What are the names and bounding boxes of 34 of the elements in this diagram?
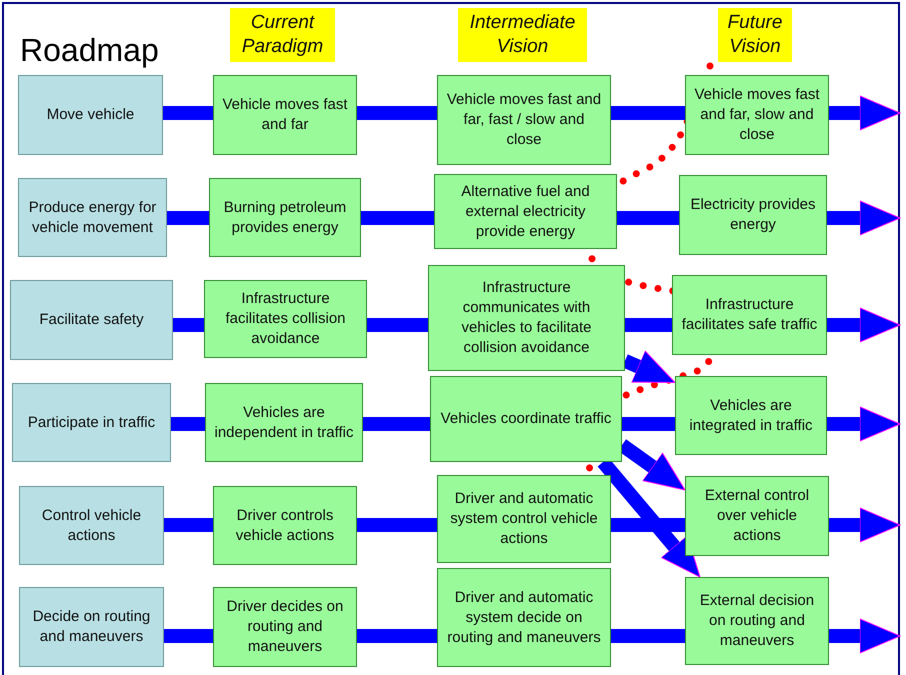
- stage-box: Vehicle moves fast and far: [213, 75, 357, 155]
- column-header: Future Vision: [718, 8, 792, 62]
- stage-box: Alternative fuel and external electricity provide energy: [434, 174, 617, 249]
- stage-box: Burning petroleum provides energy: [209, 178, 361, 257]
- stage-box: External decision on routing and maneuvers: [685, 577, 829, 665]
- function-box: Facilitate safety: [10, 280, 173, 360]
- stage-box: Infrastructure communicates with vehicles to facilitate collision avoidance: [428, 265, 625, 371]
- stage-box: Driver and automatic system decide on routing and maneuvers: [437, 568, 611, 667]
- arrow: [829, 508, 900, 542]
- stage-box: Vehicles are independent in traffic: [205, 383, 363, 462]
- column-header: Current Paradigm: [230, 8, 335, 62]
- title: Roadmap: [20, 31, 159, 70]
- arrow: [829, 96, 900, 130]
- stage-box: External control over vehicle actions: [685, 476, 829, 556]
- stage-box: Driver decides on routing and maneuvers: [213, 587, 357, 667]
- function-box: Produce energy for vehicle movement: [18, 178, 167, 257]
- stage-box: Infrastructure facilitates safe traffic: [672, 275, 827, 355]
- stage-box: Driver and automatic system control vehicle actions: [437, 475, 611, 563]
- stage-box: Driver controls vehicle actions: [213, 486, 357, 565]
- stage-box: Vehicle moves fast and far, fast / slow and close: [437, 75, 611, 165]
- function-box: Move vehicle: [18, 75, 163, 155]
- column-header: Intermediate Vision: [458, 8, 587, 62]
- arrow: [829, 618, 900, 654]
- stage-box: Infrastructure facilitates collision avoidance: [204, 280, 367, 358]
- function-box: Decide on routing and maneuvers: [19, 587, 164, 667]
- function-box: Participate in traffic: [12, 383, 171, 462]
- arrow: [827, 200, 900, 236]
- arrow: [827, 308, 900, 342]
- arrow: [827, 406, 900, 442]
- stage-box: Vehicles are integrated in traffic: [675, 376, 827, 455]
- stage-box: Electricity provides energy: [679, 175, 827, 255]
- stage-box: Vehicles coordinate traffic: [430, 376, 622, 462]
- function-box: Control vehicle actions: [19, 486, 164, 565]
- stage-box: Vehicle moves fast and far, slow and close: [685, 75, 829, 155]
